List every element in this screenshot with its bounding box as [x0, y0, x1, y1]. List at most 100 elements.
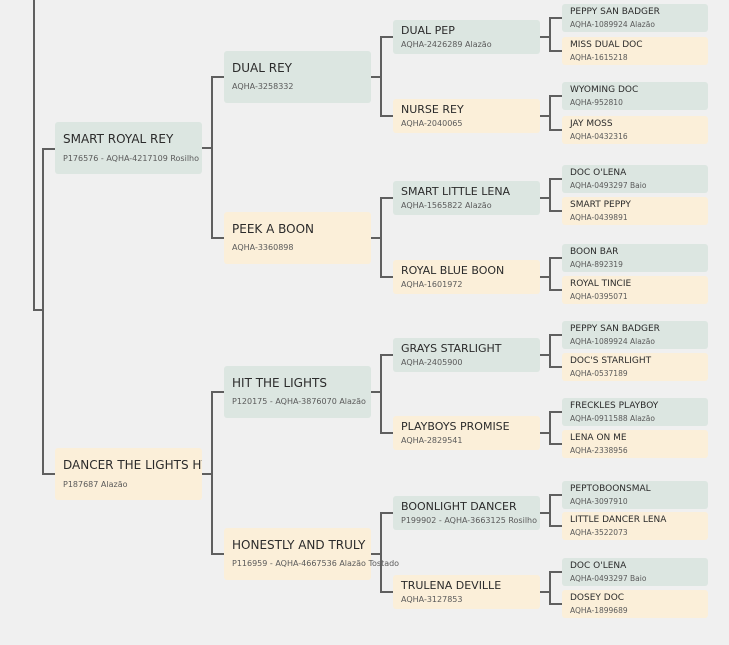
horse-card-grays-starlight[interactable]: GRAYS STARLIGHT AQHA-2405900	[393, 338, 540, 372]
connector-in	[380, 512, 393, 514]
connector-in	[211, 391, 224, 393]
connector-bracket	[380, 36, 382, 117]
horse-name: FRECKLES PLAYBOY	[570, 401, 659, 411]
horse-registration: AQHA-1601972	[401, 280, 463, 289]
connector-bracket	[380, 354, 382, 434]
connector-in	[549, 603, 562, 605]
connector-in	[380, 276, 393, 278]
connector-in	[380, 115, 393, 117]
connector-in	[549, 50, 562, 52]
horse-name: DOC O'LENA	[570, 168, 627, 178]
horse-registration: P176576 - AQHA-4217109 Rosilho	[63, 154, 200, 163]
horse-registration: P187687 Alazão	[63, 480, 128, 489]
horse-name: GRAYS STARLIGHT	[401, 342, 502, 355]
horse-name: PLAYBOYS PROMISE	[401, 420, 510, 433]
horse-registration: AQHA-952810	[570, 98, 623, 107]
horse-registration: AQHA-2040065	[401, 119, 463, 128]
connector-in	[380, 354, 393, 356]
connector-out	[371, 76, 380, 78]
connector-out	[540, 197, 549, 199]
horse-registration: AQHA-2338956	[570, 446, 628, 455]
horse-card-dual-rey[interactable]: DUAL REY AQHA-3258332	[224, 51, 371, 103]
horse-name: BOON BAR	[570, 247, 619, 257]
connector-bracket	[549, 571, 551, 605]
horse-registration: AQHA-1615218	[570, 53, 628, 62]
horse-registration: AQHA-3522073	[570, 528, 628, 537]
connector-in	[211, 76, 224, 78]
horse-card-playboys-promise[interactable]: PLAYBOYS PROMISE AQHA-2829541	[393, 416, 540, 450]
horse-name: DOC O'LENA	[570, 561, 627, 571]
horse-registration: AQHA-3258332	[232, 82, 294, 91]
horse-card-miss-dual-doc[interactable]: MISS DUAL DOC AQHA-1615218	[562, 37, 708, 65]
connector-out	[540, 115, 549, 117]
horse-registration: AQHA-0537189	[570, 369, 628, 378]
connector-bracket	[380, 512, 382, 593]
connector-in	[549, 289, 562, 291]
connector-bracket	[549, 411, 551, 445]
horse-name: LENA ON ME	[570, 433, 627, 443]
connector-in	[549, 178, 562, 180]
root-connector-vertical	[33, 0, 35, 311]
horse-name: MISS DUAL DOC	[570, 40, 643, 50]
horse-registration: AQHA-3097910	[570, 497, 628, 506]
horse-name: HIT THE LIGHTS	[232, 376, 327, 390]
horse-registration: AQHA-1089924 Alazão	[570, 337, 655, 346]
horse-name: PEPTOBOONSMAL	[570, 484, 651, 494]
connector-out	[371, 553, 380, 555]
horse-registration: AQHA-0395071	[570, 292, 628, 301]
connector-bracket	[380, 197, 382, 278]
horse-card-smart-royal-rey[interactable]: SMART ROYAL REY P176576 - AQHA-4217109 Ro…	[55, 122, 202, 174]
horse-card-smart-peppy[interactable]: SMART PEPPY AQHA-0439891	[562, 197, 708, 225]
horse-name: SMART ROYAL REY	[63, 132, 174, 146]
horse-registration: AQHA-3360898	[232, 243, 294, 252]
horse-card-peptoboonsmal[interactable]: PEPTOBOONSMAL AQHA-3097910	[562, 481, 708, 509]
horse-name: SMART PEPPY	[570, 200, 631, 210]
connector-bracket	[549, 95, 551, 131]
horse-registration: AQHA-2405900	[401, 358, 463, 367]
horse-registration: P116959 - AQHA-4667536 Alazão Tostado	[232, 559, 400, 568]
horse-registration: AQHA-0439891	[570, 213, 628, 222]
connector-bracket	[211, 391, 213, 555]
horse-registration: AQHA-2829541	[401, 436, 463, 445]
connector-out	[540, 591, 549, 593]
connector-bracket	[549, 178, 551, 212]
connector-in	[549, 571, 562, 573]
connector-out	[202, 473, 211, 475]
horse-name: TRULENA DEVILLE	[401, 579, 502, 592]
horse-name: LITTLE DANCER LENA	[570, 515, 667, 525]
horse-name: DUAL REY	[232, 61, 292, 75]
connector-in	[549, 334, 562, 336]
connector-in	[211, 237, 224, 239]
connector-in	[549, 95, 562, 97]
horse-name: JAY MOSS	[570, 119, 613, 129]
connector-in	[380, 36, 393, 38]
connector-in	[211, 553, 224, 555]
horse-card-lena-on-me[interactable]: LENA ON ME AQHA-2338956	[562, 430, 708, 458]
connector-out	[371, 391, 380, 393]
connector-out	[540, 36, 549, 38]
connector-bracket	[549, 257, 551, 291]
horse-card-little-dancer-lena[interactable]: LITTLE DANCER LENA AQHA-3522073	[562, 512, 708, 540]
